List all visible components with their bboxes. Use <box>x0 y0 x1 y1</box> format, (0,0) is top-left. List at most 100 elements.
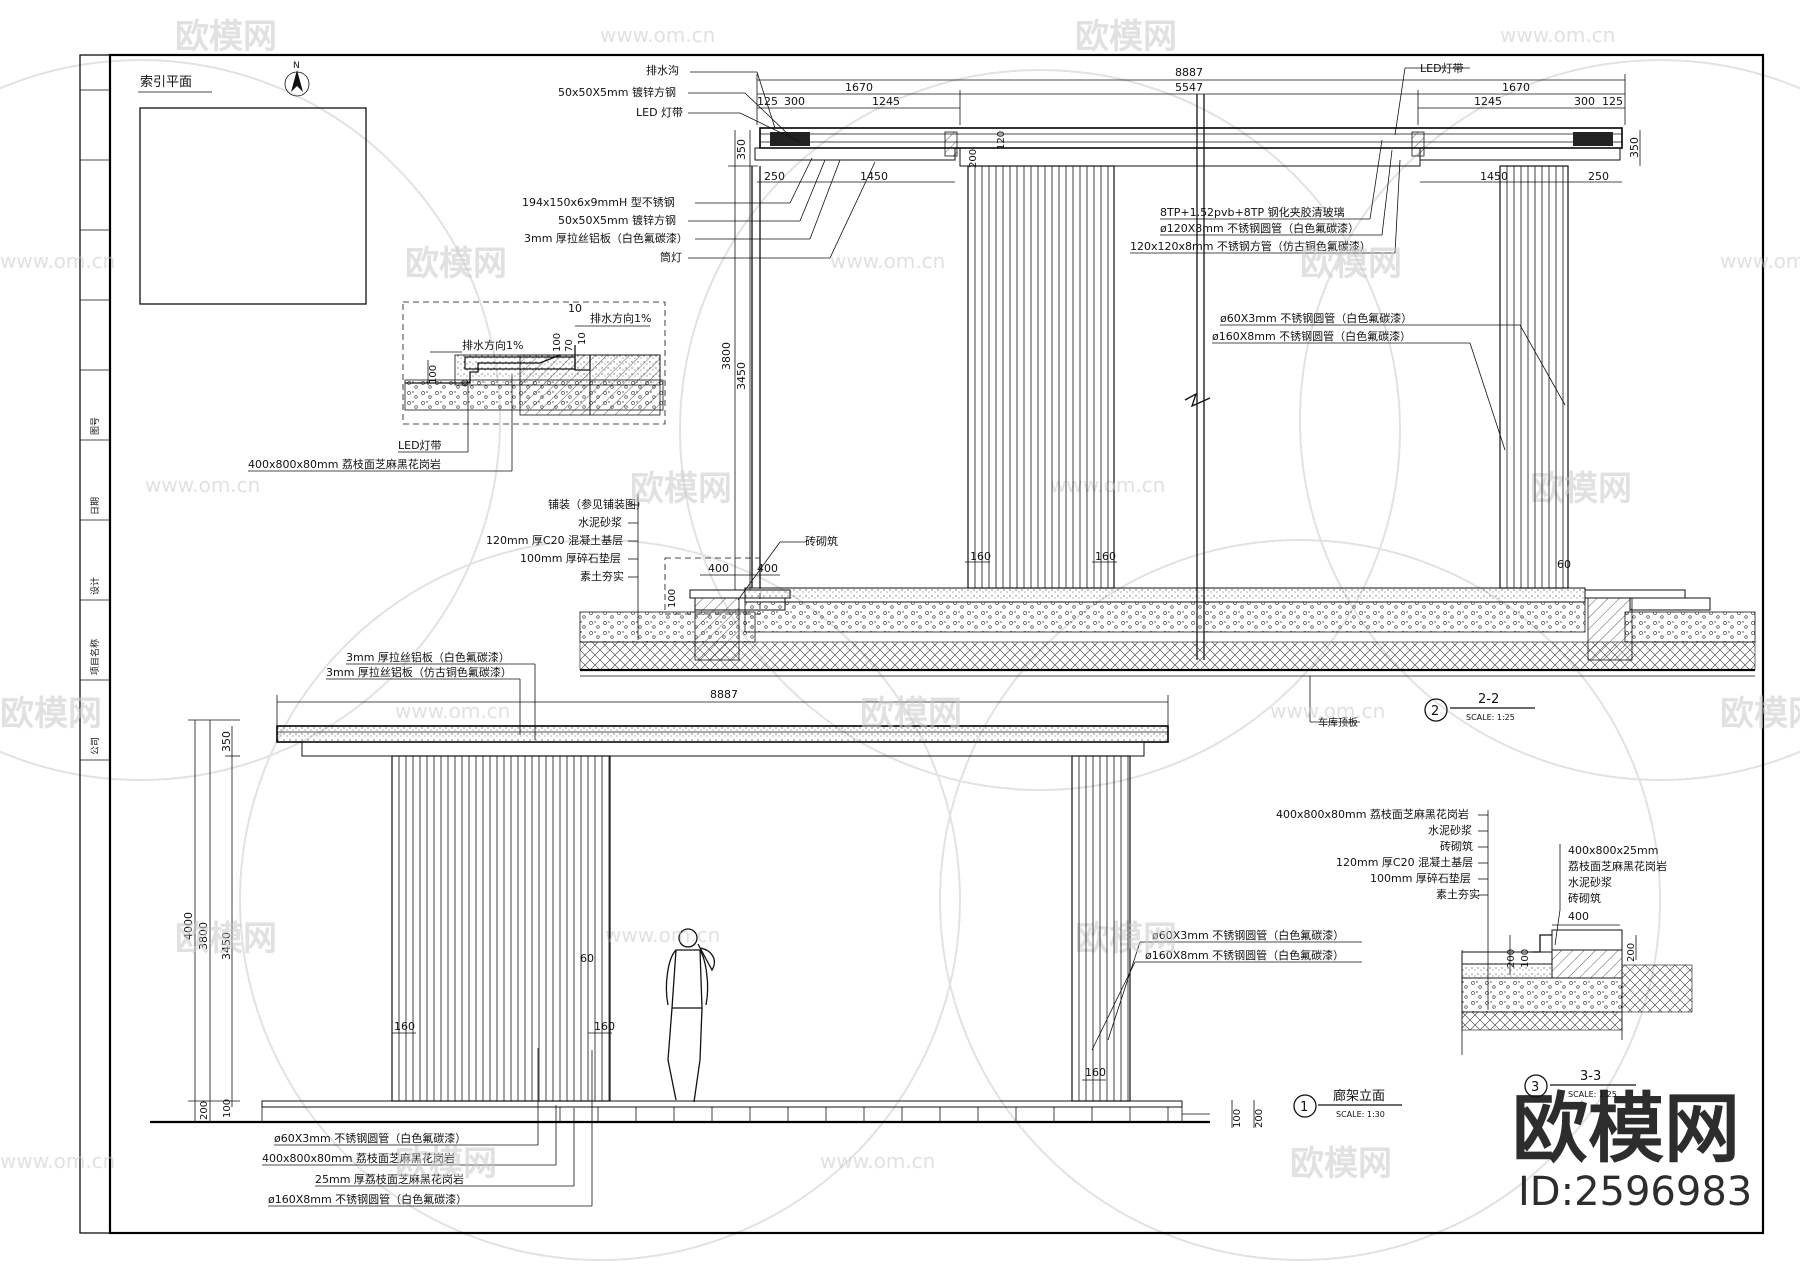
center-slats <box>967 165 1115 589</box>
label-pipe-120: ø120X8mm 不锈钢圆管（白色氟碳漆） <box>1160 221 1359 235</box>
s33-dim-400: 400 <box>1568 910 1589 923</box>
dim-200-mid: 200 <box>968 149 979 168</box>
index-plan: 索引平面 N <box>138 61 367 305</box>
svg-text:欧模网: 欧模网 <box>630 469 732 509</box>
elev-left-slats <box>391 755 611 1102</box>
svg-text:www.om.cn: www.om.cn <box>1500 23 1615 47</box>
dim-60: 60 <box>1557 558 1571 571</box>
title-block-strip: 公司 项目名称 设计 日期 图号 <box>80 89 110 761</box>
svg-text:www.om.cn: www.om.cn <box>395 699 510 723</box>
s33-label-right: 400x800x25mm <box>1568 844 1658 857</box>
label-led-strip-right: LED灯带 <box>1420 62 1464 75</box>
dim-300-right: 300 <box>1574 95 1595 108</box>
s33-label-left: 素土夯实 <box>1436 887 1480 901</box>
elev-label-top: 3mm 厚拉丝铝板（白色氟碳漆） <box>346 650 510 664</box>
elevation-1-title: 1 廊架立面 SCALE: 1:30 <box>1293 1088 1402 1119</box>
dim-250-left: 250 <box>764 170 785 183</box>
svg-text:欧模网: 欧模网 <box>1290 1144 1392 1184</box>
dim-250-right: 250 <box>1588 170 1609 183</box>
elev-dim-160-b: 160 <box>594 1020 615 1033</box>
title-block-item: 项目名称 <box>89 639 101 675</box>
svg-text:N: N <box>293 61 300 71</box>
label-h-steel: 194x150x6x9mmH 型不锈钢 <box>522 195 675 209</box>
label-brick: 砖砌筑 <box>805 534 838 548</box>
svg-text:SCALE: 1:25: SCALE: 1:25 <box>1568 1090 1617 1099</box>
dim-1450-right: 1450 <box>1480 170 1508 183</box>
label-led-strip-left: LED 灯带 <box>636 106 683 119</box>
s33-label-left: 水泥砂浆 <box>1428 823 1472 837</box>
svg-text:欧模网: 欧模网 <box>1530 469 1632 509</box>
dim-350-right: 350 <box>1628 137 1641 158</box>
svg-text:1: 1 <box>1300 1100 1308 1115</box>
dim-125-left: 125 <box>757 95 778 108</box>
dim-5547: 5547 <box>1175 81 1203 94</box>
label-pipe-160: ø160X8mm 不锈钢圆管（白色氟碳漆） <box>1212 329 1411 343</box>
section-2-2: 8887 5547 1670 1245 125 300 1670 1245 30… <box>486 62 1756 729</box>
section-2-2-title: 2 2-2 SCALE: 1:25 <box>1424 692 1535 722</box>
s33-dim-100: 100 <box>1520 949 1531 968</box>
svg-text:欧模网: 欧模网 <box>405 244 507 284</box>
s33-dim-200: 200 <box>1506 949 1517 968</box>
dim-1670-right: 1670 <box>1502 81 1530 94</box>
drain-dim: 70 <box>564 339 575 352</box>
right-slats <box>1499 165 1569 589</box>
elev-dim-3800: 3800 <box>197 922 210 950</box>
svg-text:欧模网: 欧模网 <box>1720 694 1800 734</box>
label-pipe-60: ø60X3mm 不锈钢圆管（白色氟碳漆） <box>1220 311 1412 325</box>
detail-drain: 排水方向1% 排水方向1% 10 10 70 100 100 LED灯带 400… <box>248 301 666 472</box>
elev-dim-160-a: 160 <box>394 1020 415 1033</box>
svg-text:www.om.cn: www.om.cn <box>0 1149 115 1173</box>
elev-dim-350: 350 <box>220 731 233 752</box>
elev-dim-8887: 8887 <box>710 688 738 701</box>
elev-dim-3450: 3450 <box>220 932 233 960</box>
elev-dim-60: 60 <box>580 952 594 965</box>
label-aluminum-plate: 3mm 厚拉丝铝板（白色氟碳漆） <box>524 231 688 245</box>
elev-dim-4000: 4000 <box>182 912 195 940</box>
dim-100: 100 <box>667 589 678 608</box>
watermark-layer: 欧模网 www.om.cn 欧模网 www.om.cn www.om.cn 欧模… <box>0 17 1800 1184</box>
drain-dim: 100 <box>552 333 563 352</box>
elev-label-right: ø60X3mm 不锈钢圆管（白色氟碳漆） <box>1152 928 1344 942</box>
label-steel-tube-2: 50x50X5mm 镀锌方钢 <box>558 213 676 227</box>
elev-label-right: ø160X8mm 不锈钢圆管（白色氟碳漆） <box>1145 948 1344 962</box>
dim-120-mid: 120 <box>996 131 1007 150</box>
label-square-tube: 120x120x8mm 不锈钢方管（仿古铜色氟碳漆） <box>1130 239 1371 253</box>
dim-300-left: 300 <box>784 95 805 108</box>
title-block-item: 公司 <box>90 737 101 755</box>
s33-dim-200-r: 200 <box>1626 943 1637 962</box>
watermark-arcs <box>0 59 1800 1261</box>
svg-text:欧模网: 欧模网 <box>395 1144 497 1184</box>
dim-1670-left: 1670 <box>845 81 873 94</box>
svg-text:欧模网: 欧模网 <box>1075 919 1177 959</box>
svg-text:欧模网: 欧模网 <box>175 17 277 57</box>
svg-text:廊架立面: 廊架立面 <box>1333 1088 1385 1104</box>
section-3-3: 400x800x80mm 荔枝面芝麻黑花岗岩 水泥砂浆 砖砌筑 120mm 厚C… <box>1276 807 1693 1099</box>
title-block-item: 设计 <box>89 577 101 595</box>
title-block-item: 图号 <box>90 417 101 435</box>
elev-label-bottom: ø160X8mm 不锈钢圆管（白色氟碳漆） <box>268 1192 467 1206</box>
svg-text:SCALE: 1:25: SCALE: 1:25 <box>1466 713 1515 722</box>
s33-label-right: 砖砌筑 <box>1568 891 1601 905</box>
drain-label-granite: 400x800x80mm 荔枝面芝麻黑花岗岩 <box>248 457 441 471</box>
elev-dim-160-c: 160 <box>1085 1066 1106 1079</box>
title-block-item: 日期 <box>90 497 101 515</box>
inner-frame <box>108 53 1765 1235</box>
drain-label: 排水方向1% <box>590 311 651 325</box>
elev-dim-100: 100 <box>222 1099 233 1118</box>
svg-text:欧模网: 欧模网 <box>0 694 102 734</box>
s33-label-right: 水泥砂浆 <box>1568 875 1612 889</box>
elev-label-top: 3mm 厚拉丝铝板（仿古铜色氟碳漆） <box>326 665 512 679</box>
svg-text:2: 2 <box>1431 704 1439 719</box>
dim-8887: 8887 <box>1175 66 1203 79</box>
section-3-3-title: 3 3-3 SCALE: 1:25 <box>1524 1069 1636 1099</box>
drain-dim: 10 <box>568 302 582 315</box>
north-arrow-icon: N <box>284 61 310 97</box>
svg-text:2-2: 2-2 <box>1478 692 1499 707</box>
s33-label-left: 120mm 厚C20 混凝土基层 <box>1336 855 1473 869</box>
drain-dim: 100 <box>428 365 439 384</box>
svg-text:欧模网: 欧模网 <box>860 694 962 734</box>
label-garage-roof: 车库顶板 <box>1318 716 1358 729</box>
dim-1450-left: 1450 <box>860 170 888 183</box>
elev-label-bottom: ø60X3mm 不锈钢圆管（白色氟碳漆） <box>274 1131 466 1145</box>
